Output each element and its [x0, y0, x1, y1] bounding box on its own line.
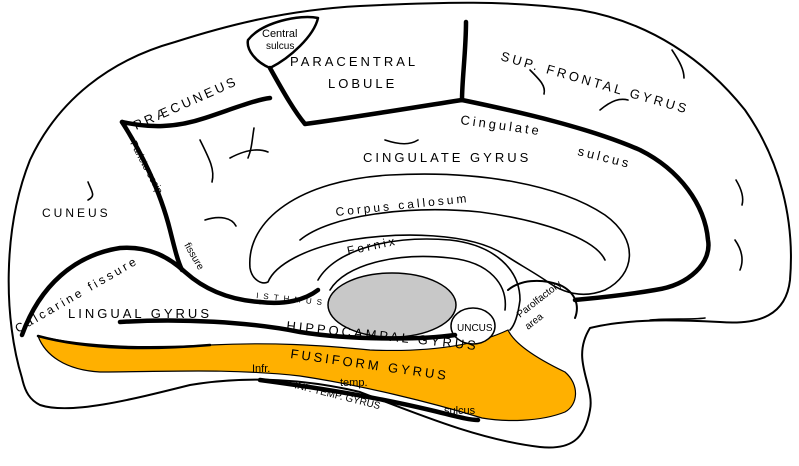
parolfactory-boundary: [507, 279, 578, 319]
minor-sulcus: [247, 127, 255, 159]
praecuneus-upper-sulcus: [119, 95, 273, 129]
inf-temp-sulcus: [257, 377, 481, 423]
label-central-sulcus-1: Central: [262, 28, 297, 40]
fusiform-gyrus-highlight: [37, 329, 577, 422]
label-central-sulcus-2: sulcus: [266, 41, 294, 52]
minor-sulcus: [529, 69, 546, 95]
paracentral-lobule-boundary: [267, 65, 465, 127]
minor-sulcus: [204, 216, 237, 227]
label-infr-2: temp.: [340, 377, 368, 389]
fornix-band: [317, 238, 521, 331]
collateral-sulcus: [36, 334, 212, 350]
label-lingual-gyrus: LINGUAL GYRUS: [68, 306, 212, 321]
hippocampal-boundary: [117, 318, 458, 341]
minor-sulcus: [87, 181, 94, 201]
parieto-occipital-fissure: [119, 119, 185, 273]
label-infr-1: Infr.: [252, 363, 270, 375]
minor-sulcus: [199, 139, 214, 183]
minor-sulcus: [671, 49, 685, 79]
cingulate-sulcus: [459, 97, 711, 303]
label-lobule: LOBULE: [328, 76, 397, 91]
uncus-shape: [450, 307, 496, 345]
fornix-band-inner: [329, 255, 507, 311]
minor-sulcus: [384, 139, 419, 145]
label-paracentral: PARACENTRAL: [290, 54, 418, 69]
label-parieto-occip: Parieto-occip.: [127, 139, 165, 198]
calcarine-fissure: [19, 245, 263, 338]
minor-sulcus: [735, 179, 744, 206]
minor-sulcus: [599, 98, 629, 111]
label-cuneus: CUNEUS: [42, 206, 111, 220]
corpus-callosum-inner: [299, 209, 606, 261]
label-corpus-callosum: Corpus callosum: [335, 191, 470, 219]
label-cingulate-gyrus: CINGULATE GYRUS: [363, 150, 531, 165]
label-uncus: UNCUS: [457, 323, 493, 334]
label-cingulate-sulcus-2: sulcus: [576, 143, 633, 171]
brain-outline: [7, 1, 792, 449]
frontal-vertical-sulcus: [459, 19, 469, 103]
isthmus-boundary: [257, 287, 321, 306]
central-sulcus-patch: [246, 15, 320, 70]
label-infr-3: sulcus: [444, 405, 476, 417]
corpus-callosum-region: [249, 173, 631, 296]
minor-sulcus: [734, 239, 743, 271]
minor-sulcus: [649, 317, 706, 321]
label-fissure: fissure: [181, 241, 205, 272]
label-sup-frontal-gyrus: SUP. FRONTAL GYRUS: [499, 48, 691, 116]
